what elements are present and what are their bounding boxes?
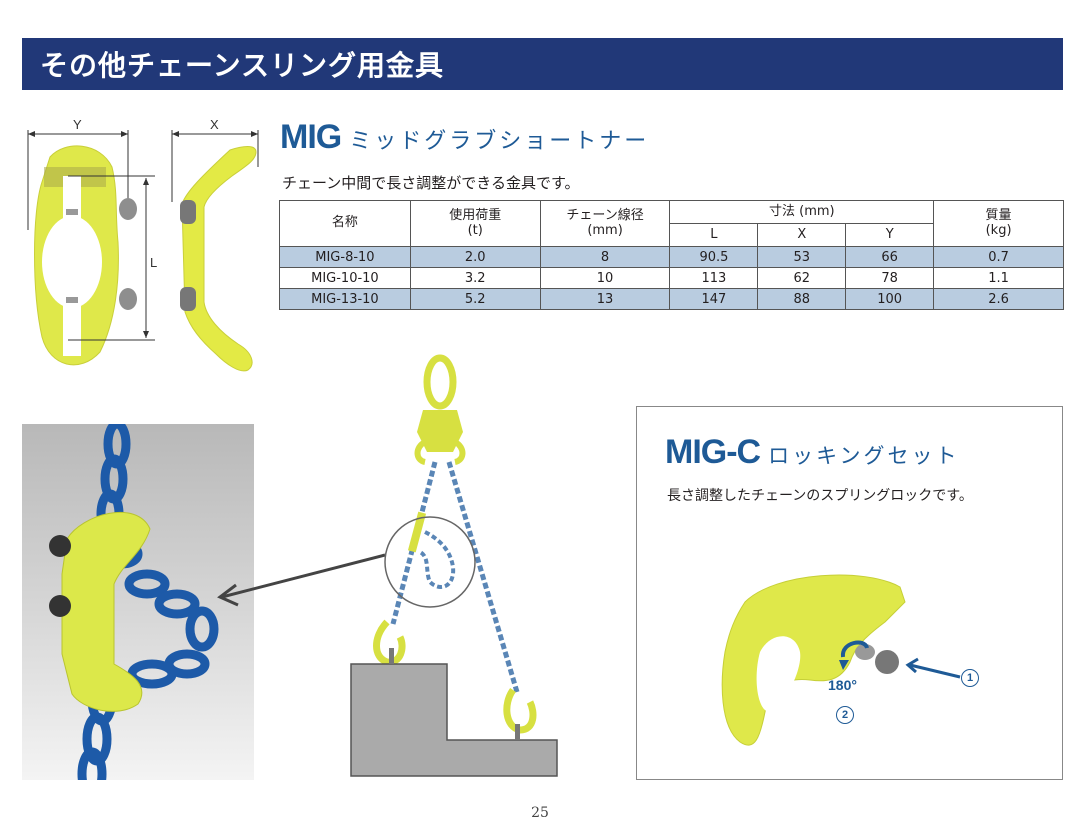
mig-c-illustration xyxy=(721,574,906,746)
page-number: 25 xyxy=(531,805,549,821)
dimension-label-x: X xyxy=(210,117,219,132)
dimension-label-y: Y xyxy=(73,117,82,132)
dimension-label-l: L xyxy=(150,255,158,270)
header-load: 使用荷重(t) xyxy=(409,200,541,247)
sling-illustration xyxy=(350,354,558,777)
mig-code: MIG xyxy=(280,118,342,156)
insert-arrow-icon xyxy=(905,657,961,679)
step-2-badge: 2 xyxy=(836,706,854,724)
mig-c-product-title: MIG-C ロッキングセット xyxy=(665,433,959,472)
mig-photo xyxy=(22,424,254,780)
mig-product-title: MIG ミッドグラブショートナー xyxy=(280,118,649,157)
detail-arrow-icon xyxy=(217,553,386,607)
step-1-badge: 1 xyxy=(961,669,979,687)
header-name: 名称 xyxy=(279,200,411,247)
header-dimensions: 寸法 (mm) xyxy=(669,200,935,224)
section-title: その他チェーンスリング用金具 xyxy=(40,49,445,82)
header-dim-l: L xyxy=(669,223,759,247)
mig-description: チェーン中間で長さ調整ができる金具です。 xyxy=(282,174,580,192)
header-dim-x: X xyxy=(757,223,847,247)
mig-c-panel: MIG-C ロッキングセット 長さ調整したチェーンのスプリングロックです。 1 … xyxy=(636,406,1063,780)
section-header: その他チェーンスリング用金具 xyxy=(22,38,1063,90)
header-mass: 質量(kg) xyxy=(933,200,1064,247)
header-chain: チェーン線径(mm) xyxy=(539,200,671,247)
mig-name: ミッドグラブショートナー xyxy=(349,129,650,154)
rotation-label: 180° xyxy=(828,677,857,693)
mig-c-code: MIG-C xyxy=(665,433,761,471)
mig-c-name: ロッキングセット xyxy=(768,444,960,468)
mig-dimension-drawing xyxy=(27,130,259,372)
mig-spec-table: 名称 使用荷重(t) チェーン線径(mm) 寸法 (mm) 質量(kg) L X… xyxy=(279,200,1064,310)
header-dim-y: Y xyxy=(845,223,935,247)
mig-c-description: 長さ調整したチェーンのスプリングロックです。 xyxy=(667,488,973,504)
